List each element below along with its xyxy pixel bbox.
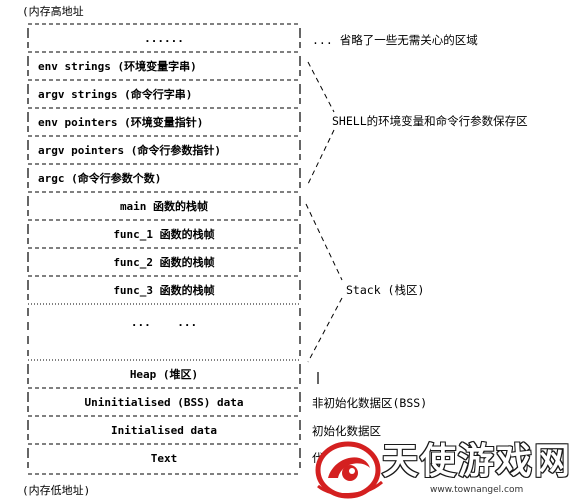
memory-row-label: Text (151, 452, 178, 465)
init-area-note: 初始化数据区 (312, 424, 381, 438)
memory-row-label: env pointers (环境变量指针) (38, 115, 203, 129)
low-address-label: (内存低地址) (22, 483, 90, 497)
memory-row-label: argc (命令行参数个数) (38, 171, 161, 185)
memory-row-label: argv strings (命令行字串) (38, 87, 192, 101)
logo-text: 天使游戏网 (381, 440, 571, 483)
site-logo: 天使游戏网 www.townangel.com (312, 438, 571, 500)
shell-bracket (307, 61, 335, 185)
memory-row-label: argv pointers (命令行参数指针) (38, 143, 221, 157)
shell-area-note: SHELL的环境变量和命令行参数保存区 (332, 114, 528, 128)
memory-row-label: func_1 函数的栈帧 (113, 227, 214, 241)
memory-row-label: func_3 函数的栈帧 (113, 283, 214, 297)
memory-row-label: func_2 函数的栈帧 (113, 255, 214, 269)
stack-area-note: Stack (栈区) (346, 283, 424, 297)
memory-row-label: env strings (环境变量字串) (38, 59, 197, 73)
memory-row-label: Initialised data (111, 424, 217, 437)
memory-row-label: ...... (144, 32, 184, 45)
memory-rows: ...... env strings (环境变量字串) argv strings (… (27, 23, 301, 468)
memory-row-label: Heap (堆区) (130, 367, 198, 381)
memory-row-label: ... ... (131, 316, 197, 329)
logo-swirl-icon (315, 441, 383, 499)
stack-bracket (305, 203, 343, 363)
logo-url: www.townangel.com (430, 485, 524, 495)
high-address-label: (内存高地址 (22, 4, 84, 18)
memory-row-label: main 函数的栈帧 (120, 199, 208, 213)
bss-area-note: 非初始化数据区(BSS) (312, 396, 427, 410)
omitted-area-note: ... 省略了一些无需关心的区域 (312, 33, 478, 47)
memory-row-label: Uninitialised (BSS) data (85, 396, 244, 409)
